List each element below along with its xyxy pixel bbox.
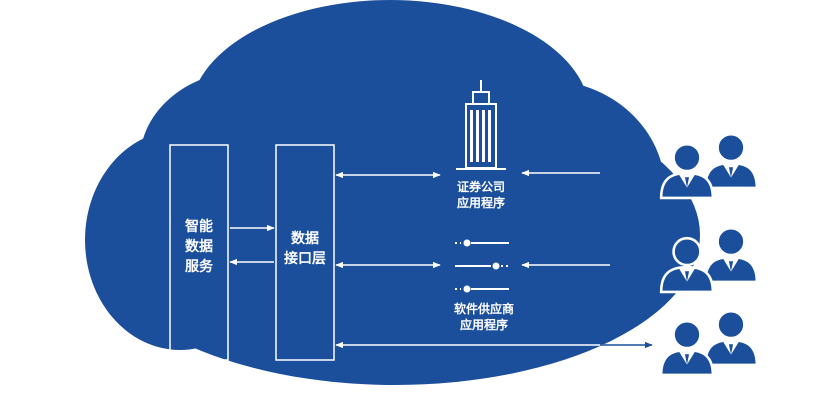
securities-app-label-1: 证券公司 xyxy=(457,179,505,194)
user-group-icon xyxy=(659,132,759,200)
vendor-app-label-2: 应用程序 xyxy=(460,317,508,332)
sliders-icon xyxy=(455,239,509,293)
smart-data-service-box: 智能 数据 服务 xyxy=(169,144,229,361)
smart-data-service-label-2: 数据 xyxy=(185,238,213,255)
vendor-app-label-1: 软件供应商 xyxy=(454,301,514,316)
securities-app-label-2: 应用程序 xyxy=(457,195,505,210)
smart-data-service-label-1: 智能 xyxy=(184,218,213,235)
data-interface-layer-label-1: 数据 xyxy=(291,230,319,247)
cloud-shape xyxy=(85,0,700,385)
user-group-icon xyxy=(659,309,759,377)
office-building-icon xyxy=(456,80,506,170)
data-interface-layer-label-2: 接口层 xyxy=(284,250,326,267)
data-interface-layer-box: 数据 接口层 xyxy=(275,144,335,361)
smart-data-service-label-3: 服务 xyxy=(185,258,214,275)
